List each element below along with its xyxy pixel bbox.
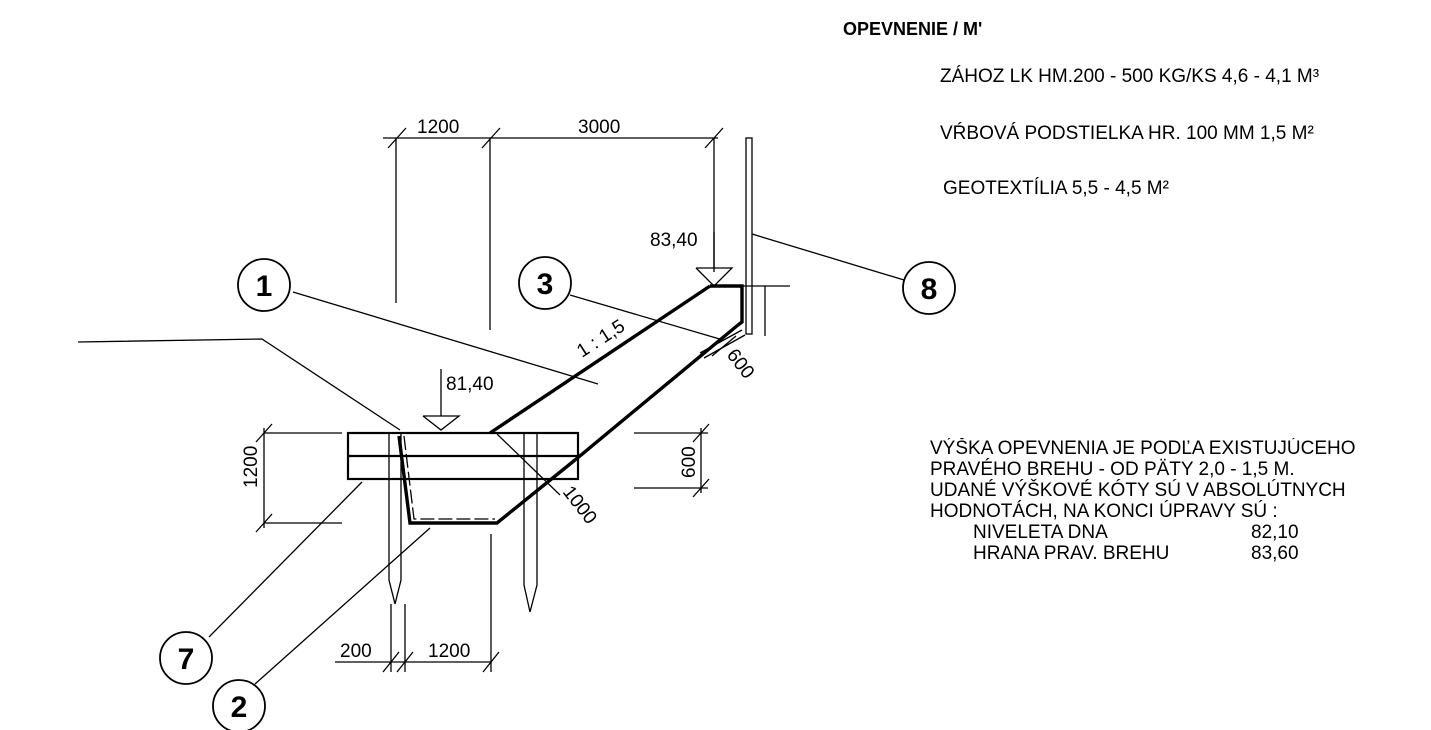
marker-2: 2	[212, 679, 266, 730]
marker-8: 8	[902, 261, 956, 315]
dim-toe-depth: 1000	[558, 482, 601, 528]
elevation-top-label: 83,40	[650, 230, 698, 251]
note: VÝŠKA OPEVNENIA JE PODĽA EXISTUJÚCEHO PR…	[930, 438, 1431, 564]
legend-title: OPEVNENIE / M'	[843, 19, 983, 39]
legend-item-geotextile: GEOTEXTÍLIA 5,5 - 4,5 M²	[943, 178, 1169, 199]
svg-text:8: 8	[921, 273, 938, 306]
leader-3	[569, 294, 724, 341]
toe-depth-dim	[496, 433, 561, 496]
right-height-dimension	[634, 423, 710, 498]
marker-1: 1	[237, 258, 291, 312]
slope-face	[489, 284, 711, 435]
elevation-marker-toe	[422, 369, 461, 431]
svg-text:1: 1	[256, 270, 273, 303]
note-row-label: HRANA PRAV. BREHU	[973, 543, 1170, 564]
note-line-3: UDANÉ VÝŠKOVÉ KÓTY SÚ V ABSOLÚTNYCH	[930, 480, 1346, 501]
dim-left-height: 1200	[241, 446, 262, 488]
marker-3: 3	[518, 256, 572, 310]
willow-layer-b	[703, 334, 746, 359]
leader-8	[751, 233, 905, 281]
leader-1	[292, 291, 599, 385]
dim-slope-thickness: 600	[722, 345, 758, 383]
wall-post	[745, 137, 753, 335]
note-row-niveleta: NIVELETA DNA 82,10	[930, 522, 1431, 543]
note-line-1: VÝŠKA OPEVNENIA JE PODĽA EXISTUJÚCEHO	[930, 438, 1356, 459]
svg-text:7: 7	[178, 643, 195, 676]
note-row-label: NIVELETA DNA	[973, 522, 1108, 543]
pile-right	[523, 433, 538, 613]
legend-item-riprap: ZÁHOZ LK HM.200 - 500 KG/KS 4,6 - 4,1 M³	[940, 66, 1320, 87]
geotextile-toe	[403, 435, 495, 520]
marker-7: 7	[159, 631, 213, 685]
willow-layer	[699, 329, 743, 354]
note-row-value: 82,10	[1251, 522, 1299, 543]
legend-item-willow: VŔBOVÁ PODSTIELKA HR. 100 MM 1,5 M²	[940, 123, 1314, 144]
platform	[346, 431, 580, 481]
elevation-toe-label: 81,40	[446, 374, 494, 395]
dim-right-height: 600	[679, 446, 700, 478]
toe-trench	[397, 435, 577, 525]
terrain-line	[77, 338, 401, 431]
leader-7	[208, 481, 363, 638]
note-row-hrana: HRANA PRAV. BREHU 83,60	[930, 543, 1431, 564]
dim-bottom-left: 200	[340, 641, 372, 662]
dim-top-right: 3000	[578, 117, 620, 138]
slope-thickness-dim	[711, 335, 737, 357]
note-line-2: PRAVÉHO BREHU - OD PÄTY 2,0 - 1,5 M.	[930, 459, 1295, 480]
dim-bottom-right: 1200	[428, 641, 470, 662]
svg-text:3: 3	[537, 268, 554, 301]
dim-top-left: 1200	[417, 117, 459, 138]
note-row-value: 83,60	[1251, 543, 1299, 564]
left-height-dimension	[255, 423, 342, 533]
elevation-marker-top	[695, 232, 734, 287]
slope-ratio: 1 : 1,5	[573, 316, 629, 362]
crest	[710, 284, 744, 327]
leader-2	[254, 527, 431, 685]
bottom-dimensions	[335, 534, 500, 673]
svg-text:2: 2	[231, 691, 248, 724]
pile-left	[388, 433, 402, 605]
note-line-4: HODNOTÁCH, NA KONCI ÚPRAVY SÚ :	[930, 501, 1278, 522]
